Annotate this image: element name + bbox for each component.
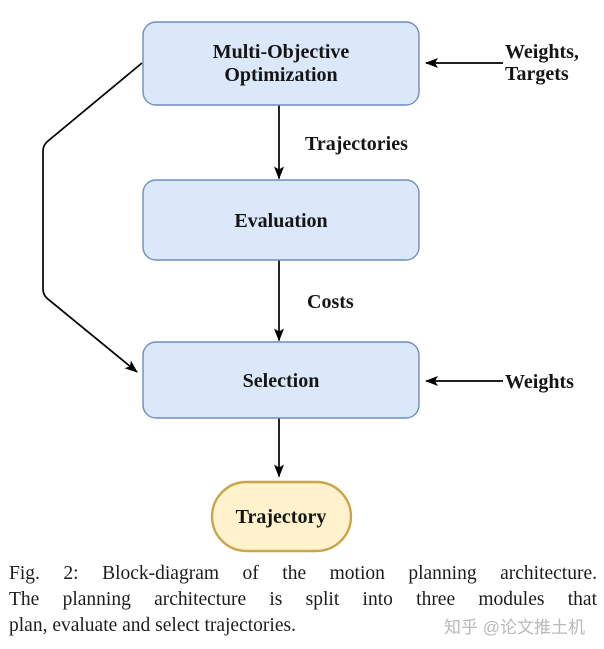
edge-label-weights: Weights [505, 371, 574, 393]
node-trajectory-label: Trajectory [236, 506, 327, 528]
caption-line-2: The planning architecture is split into … [9, 589, 597, 610]
edge-label-trajectories: Trajectories [305, 133, 408, 155]
node-multi-objective-optimization-label-line2: Optimization [224, 64, 337, 86]
node-evaluation [142, 179, 420, 261]
caption-line-1: Fig. 2: Block-diagram of the motion plan… [9, 563, 597, 584]
edge-label-costs: Costs [307, 291, 354, 313]
arrow-moo-to-selection [42, 62, 143, 373]
node-evaluation-label: Evaluation [234, 210, 327, 232]
edge-label-weights-targets-line2: Targets [505, 63, 569, 85]
node-trajectory [210, 480, 353, 553]
node-multi-objective-optimization [142, 21, 420, 106]
node-selection-label: Selection [243, 370, 320, 392]
caption-line-3: plan, evaluate and select trajectories. [9, 615, 296, 636]
node-multi-objective-optimization-label-line1: Multi-Objective [213, 41, 350, 63]
figure-caption: Fig. 2: Block-diagram of the motion plan… [9, 561, 597, 639]
block-diagram: Multi-Objective Optimization Evaluation … [42, 21, 579, 553]
node-selection [142, 341, 420, 419]
edge-label-weights-targets-line1: Weights, [505, 41, 579, 63]
zhihu-watermark: 知乎 @论文推土机 [444, 618, 585, 637]
